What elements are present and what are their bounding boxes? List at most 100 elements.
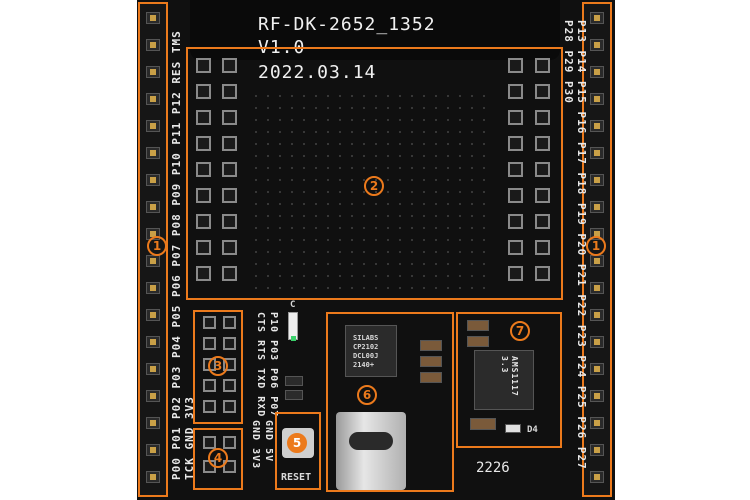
ic-part: CP2102 <box>353 343 379 351</box>
power-pin <box>203 436 216 449</box>
module-pad <box>508 214 523 229</box>
header-pin <box>146 120 160 132</box>
usb-c-port[interactable] <box>349 432 393 450</box>
header-pin <box>146 174 160 186</box>
header-pin <box>146 471 160 483</box>
uart-pin <box>223 379 236 392</box>
module-pad <box>508 240 523 255</box>
header-pin <box>590 147 604 159</box>
header-pin <box>590 363 604 375</box>
callout-7: 7 <box>510 321 530 341</box>
module-pad <box>222 188 237 203</box>
module-pad <box>222 136 237 151</box>
cap-1 <box>420 340 442 351</box>
led-green-dot <box>291 336 296 341</box>
led-c-label: C <box>290 300 296 310</box>
reset-label: RESET <box>281 472 312 483</box>
board-title: RF-DK-2652_1352 <box>258 14 436 35</box>
header-pin <box>590 282 604 294</box>
module-pad <box>508 84 523 99</box>
uart-pin <box>203 400 216 413</box>
header-pin <box>590 39 604 51</box>
module-pad <box>196 110 211 125</box>
module-pad <box>196 188 211 203</box>
passive-2 <box>285 390 303 400</box>
rf-module-area <box>186 47 563 300</box>
power-pin <box>223 436 236 449</box>
module-pad <box>535 162 550 177</box>
cp2102-chip <box>345 325 397 377</box>
uart-pin <box>223 316 236 329</box>
module-pad <box>196 266 211 281</box>
module-pad <box>222 266 237 281</box>
header-pin <box>146 39 160 51</box>
usb-uart-area <box>326 312 454 492</box>
header-pin <box>146 12 160 24</box>
cap-3 <box>420 372 442 383</box>
header-pin <box>590 66 604 78</box>
module-pad <box>196 58 211 73</box>
callout-1-right: 1 <box>586 236 606 256</box>
header-pin <box>590 255 604 267</box>
ic-date: 2140+ <box>353 361 375 369</box>
module-pad <box>196 136 211 151</box>
module-pad <box>222 110 237 125</box>
module-pad <box>535 110 550 125</box>
module-pad <box>196 214 211 229</box>
uart-pin <box>203 379 216 392</box>
regulator-area <box>456 312 562 448</box>
module-pad <box>508 58 523 73</box>
usb-c-connector <box>336 412 406 490</box>
module-pad <box>508 188 523 203</box>
module-pad <box>222 240 237 255</box>
module-pad <box>222 58 237 73</box>
module-pad <box>222 84 237 99</box>
cap-2 <box>420 356 442 367</box>
header-pin <box>590 174 604 186</box>
header-pin <box>146 147 160 159</box>
callout-4: 4 <box>208 448 228 468</box>
power-label-a: GND 3V3 <box>250 420 261 470</box>
header-pin <box>146 309 160 321</box>
ic-brand: SILABS <box>353 334 379 342</box>
power-label-b: GND 5V <box>263 420 274 463</box>
board-top-tab <box>190 0 560 60</box>
header-pin <box>590 120 604 132</box>
uart-pin-labels: P10 P03 P06 P07 <box>268 312 279 418</box>
module-pad <box>508 110 523 125</box>
header-pin <box>146 201 160 213</box>
header-pin <box>146 390 160 402</box>
uart-header-area <box>193 310 243 424</box>
module-pad <box>196 84 211 99</box>
cap-reg-3 <box>470 418 496 430</box>
module-pad <box>535 240 550 255</box>
module-pad <box>535 84 550 99</box>
ic-lot: DCL00J <box>353 352 379 360</box>
header-pin <box>590 336 604 348</box>
header-pin <box>590 12 604 24</box>
reset-button-area <box>275 412 321 490</box>
module-pad <box>535 214 550 229</box>
module-pad <box>535 58 550 73</box>
module-pad <box>196 240 211 255</box>
module-pad <box>535 188 550 203</box>
ams1117-regulator <box>474 350 534 410</box>
header-pin <box>146 255 160 267</box>
power-led <box>505 424 521 433</box>
header-pin <box>146 336 160 348</box>
uart-pin <box>223 337 236 350</box>
header-pin <box>146 282 160 294</box>
header-pin <box>590 417 604 429</box>
module-pad <box>222 162 237 177</box>
header-pin <box>590 309 604 321</box>
power-header-area <box>193 428 243 490</box>
cap-reg-1 <box>467 320 489 331</box>
module-pad <box>196 162 211 177</box>
module-pad <box>508 136 523 151</box>
header-pin <box>590 390 604 402</box>
callout-2: 2 <box>364 176 384 196</box>
uart-pin <box>203 316 216 329</box>
module-pad <box>535 266 550 281</box>
header-pin <box>146 444 160 456</box>
header-pin <box>146 93 160 105</box>
